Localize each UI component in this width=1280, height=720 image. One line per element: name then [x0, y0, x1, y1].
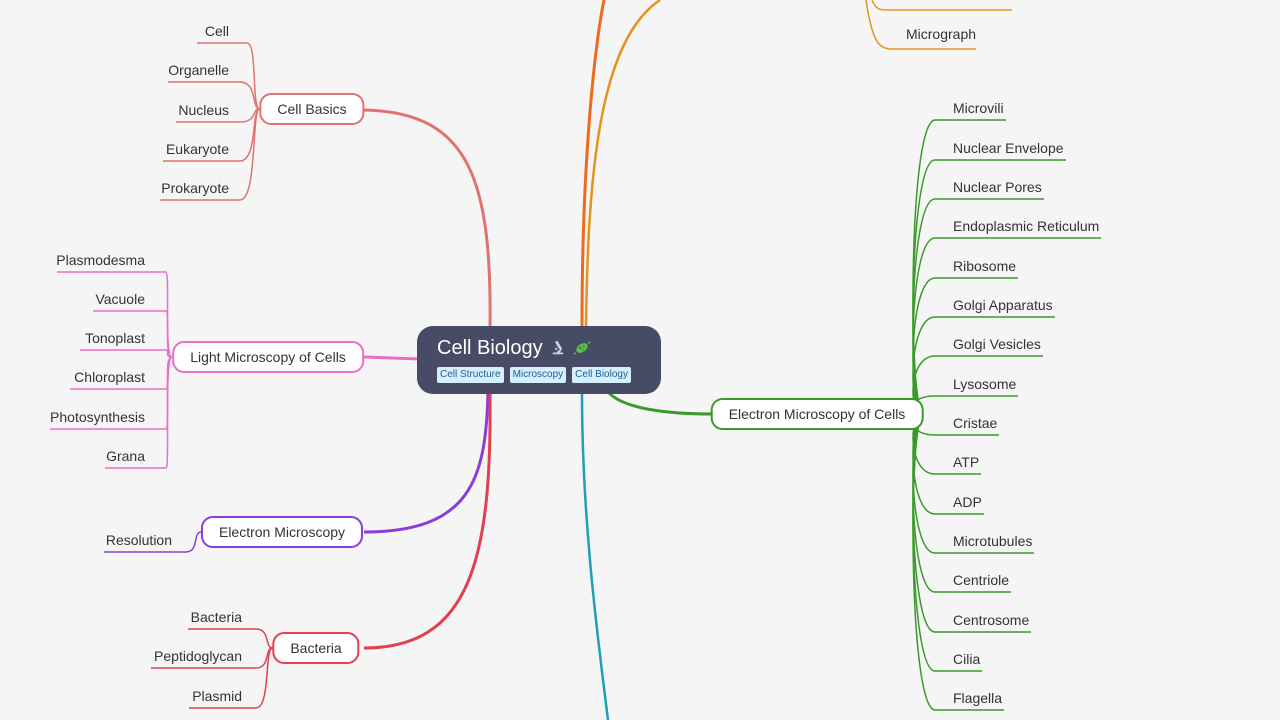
leaf-golgi-vesicles[interactable]: Golgi Vesicles [953, 336, 1041, 352]
tag-microscopy[interactable]: Microscopy [509, 367, 567, 383]
connector-line [871, 0, 1012, 11]
connector-line [255, 647, 274, 709]
leaf-nuclear-pores[interactable]: Nuclear Pores [953, 179, 1042, 195]
branch-light-microscopy-of-cells[interactable]: Light Microscopy of Cells [172, 341, 364, 373]
connector-line [239, 108, 261, 162]
tag-cell-structure[interactable]: Cell Structure [437, 367, 504, 383]
leaf-photosynthesis[interactable]: Photosynthesis [50, 409, 145, 425]
root-tags: Cell Structure Microscopy Cell Biology [437, 367, 641, 383]
leaf-eukaryote[interactable]: Eukaryote [165, 141, 229, 157]
connector-line [185, 531, 202, 553]
leaf-cilia[interactable]: Cilia [953, 651, 981, 667]
connector-line [912, 198, 936, 415]
leaf-atp[interactable]: ATP [953, 454, 980, 470]
tag-cell-biology[interactable]: Cell Biology [572, 367, 631, 383]
connector-line [912, 237, 936, 415]
leaf-resolution[interactable]: Resolution [105, 532, 172, 548]
connector-line [165, 356, 173, 390]
leaf-cristae[interactable]: Cristae [953, 415, 998, 431]
leaf-micrograph[interactable]: Micrograph [906, 26, 977, 42]
connector-line [246, 42, 261, 110]
connector-line [912, 413, 936, 711]
connector-line [239, 81, 260, 110]
connector-line [165, 310, 173, 358]
connector-line [255, 628, 273, 649]
connector-line [912, 277, 936, 415]
leaf-tonoplast[interactable]: Tonoplast [85, 330, 145, 346]
connector-line [363, 108, 492, 331]
connector-line [912, 413, 936, 554]
leaf-peptidoglycan[interactable]: Peptidoglycan [154, 648, 242, 664]
leaf-centriole[interactable]: Centriole [953, 572, 1010, 588]
leaf-centrosome[interactable]: Centrosome [953, 612, 1030, 628]
leaf-plasmodesma[interactable]: Plasmodesma [56, 252, 145, 268]
branch-electron-microscopy[interactable]: Electron Microscopy [200, 516, 364, 548]
connector-line [912, 159, 936, 415]
root-node[interactable]: Cell Biology Cell Structure Microscopy C… [417, 326, 661, 394]
connector-line [239, 108, 260, 123]
leaf-nucleus[interactable]: Nucleus [178, 102, 229, 118]
leaf-microtubules[interactable]: Microtubules [953, 533, 1033, 549]
connector-line [912, 413, 936, 633]
leaf-grana[interactable]: Grana [106, 448, 145, 464]
branch-bacteria[interactable]: Bacteria [272, 632, 360, 664]
branch-electron-microscopy-of-cells[interactable]: Electron Microscopy of Cells [710, 398, 924, 430]
connector-line [912, 413, 936, 593]
leaf-ribosome[interactable]: Ribosome [953, 258, 1017, 274]
connector-line [239, 108, 261, 201]
leaf-golgi-apparatus[interactable]: Golgi Apparatus [953, 297, 1053, 313]
leaf-bacteria[interactable]: Bacteria [190, 609, 242, 625]
connector-line [165, 356, 173, 430]
leaf-lysosome[interactable]: Lysosome [953, 376, 1017, 392]
connector-line [584, 0, 661, 327]
connector-line [606, 390, 715, 416]
leaf-chloroplast[interactable]: Chloroplast [74, 369, 145, 385]
connector-line [580, 393, 610, 720]
leaf-adp[interactable]: ADP [953, 494, 982, 510]
microbe-icon [573, 341, 591, 355]
leaf-microvili[interactable]: Microvili [953, 100, 1004, 116]
leaf-cell[interactable]: Cell [204, 23, 229, 39]
microscope-icon [552, 340, 564, 355]
connector-line [165, 349, 173, 358]
connector-line [363, 391, 492, 650]
connector-line [255, 647, 273, 669]
leaf-nuclear-envelope[interactable]: Nuclear Envelope [953, 140, 1064, 156]
branch-cell-basics[interactable]: Cell Basics [259, 93, 365, 125]
connector-line [912, 413, 936, 672]
connector-line [363, 355, 421, 361]
leaf-prokaryote[interactable]: Prokaryote [161, 180, 229, 196]
connector-line [912, 119, 936, 415]
connector-line [165, 356, 173, 469]
leaf-vacuole[interactable]: Vacuole [95, 291, 145, 307]
connector-line [580, 0, 606, 327]
leaf-flagella[interactable]: Flagella [953, 690, 1003, 706]
connector-line [363, 391, 490, 534]
leaf-plasmid[interactable]: Plasmid [192, 688, 242, 704]
root-title: Cell Biology [437, 337, 543, 359]
leaf-organelle[interactable]: Organelle [168, 62, 229, 78]
leaf-endoplasmic-reticulum[interactable]: Endoplasmic Reticulum [953, 218, 1100, 234]
connector-line [165, 271, 173, 358]
